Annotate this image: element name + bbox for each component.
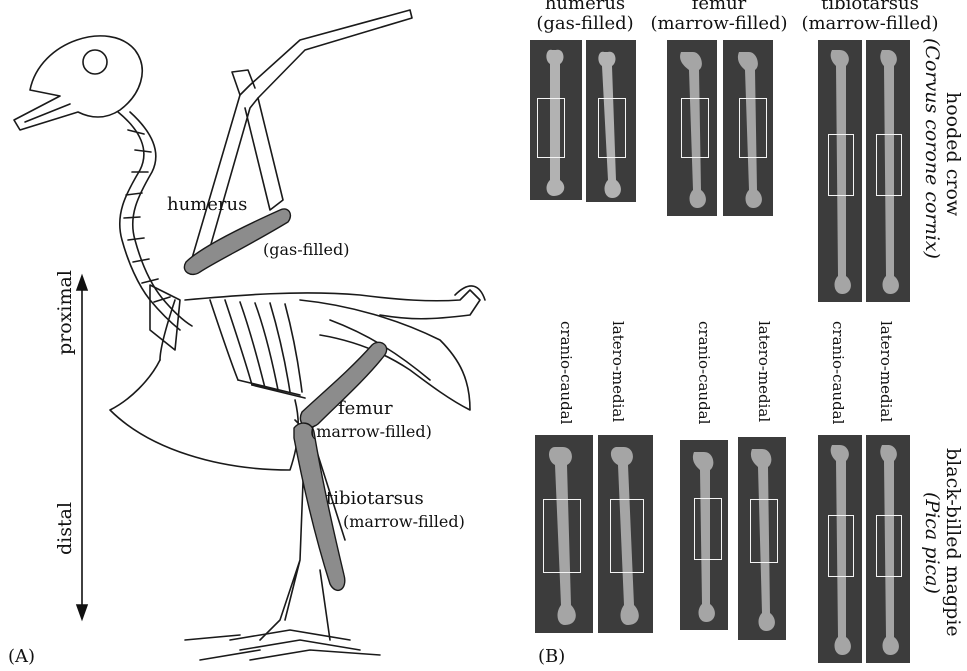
species-magpie-latin: (Pica pica) [922, 492, 941, 594]
xray-magpie-humerus-lm [598, 435, 653, 633]
col-header-femur-state: (marrow-filled) [648, 14, 790, 34]
view-label-4: latero-medial [756, 321, 771, 422]
xray-crow-tibiotarsus-lm [866, 40, 910, 302]
label-femur-state: (marrow-filled) [310, 424, 432, 440]
wing-bones [190, 10, 412, 265]
roi-box [610, 499, 644, 573]
roi-box [543, 499, 581, 573]
col-header-humerus-bone: humerus [530, 0, 640, 14]
panel-b-tag: (B) [538, 648, 565, 666]
xray-crow-humerus-cc [530, 40, 582, 200]
xray-crow-humerus-lm [586, 40, 636, 202]
roi-box [598, 98, 626, 158]
roi-box [694, 498, 722, 560]
ribs [210, 300, 302, 392]
col-header-femur-bone: femur [648, 0, 790, 14]
roi-box [876, 134, 902, 196]
label-femur: femur [338, 400, 393, 418]
roi-box [828, 134, 854, 196]
arrow-up-head [77, 276, 87, 290]
xray-crow-femur-cc [667, 40, 717, 216]
species-crow-common: hooded crow [943, 92, 962, 216]
roi-box [739, 98, 767, 158]
roi-box [828, 515, 854, 577]
col-header-tibiotarsus-bone: tibiotarsus [800, 0, 940, 14]
view-label-2: latero-medial [610, 321, 625, 422]
roi-box [537, 98, 565, 158]
arrow-down-head [77, 605, 87, 619]
view-label-6: latero-medial [878, 321, 893, 422]
roi-box [750, 499, 778, 563]
bird-skeleton-diagram [0, 0, 520, 671]
label-tibiotarsus-state: (marrow-filled) [343, 514, 465, 530]
feet [185, 630, 380, 660]
xray-magpie-femur-lm [738, 437, 786, 640]
roi-box [876, 515, 902, 577]
label-distal: distal [56, 502, 75, 555]
label-humerus-state: (gas-filled) [263, 242, 350, 258]
xray-magpie-tibiotarsus-cc [818, 435, 862, 663]
panel-a-tag: (A) [8, 648, 35, 666]
col-header-humerus: humerus (gas-filled) [530, 0, 640, 34]
col-header-tibiotarsus: tibiotarsus (marrow-filled) [800, 0, 940, 34]
species-crow-latin: (Corvus corone cornix) [922, 38, 941, 259]
sternum-keel [110, 360, 298, 470]
col-header-femur: femur (marrow-filled) [648, 0, 790, 34]
xray-magpie-femur-cc [680, 440, 728, 630]
xray-magpie-humerus-cc [535, 435, 593, 633]
xray-crow-tibiotarsus-cc [818, 40, 862, 302]
roi-box [681, 98, 709, 158]
col-header-tibiotarsus-state: (marrow-filled) [800, 14, 940, 34]
view-label-3: cranio-caudal [696, 321, 711, 424]
label-tibiotarsus: tibiotarsus [326, 490, 424, 508]
col-header-humerus-state: (gas-filled) [530, 14, 640, 34]
view-label-1: cranio-caudal [558, 321, 573, 424]
label-proximal: proximal [56, 270, 75, 355]
species-magpie-common: black-billed magpie [943, 448, 962, 637]
xray-magpie-tibiotarsus-lm [866, 435, 910, 663]
label-humerus: humerus [167, 196, 247, 214]
view-label-5: cranio-caudal [830, 321, 845, 424]
xray-crow-femur-lm [723, 40, 773, 216]
